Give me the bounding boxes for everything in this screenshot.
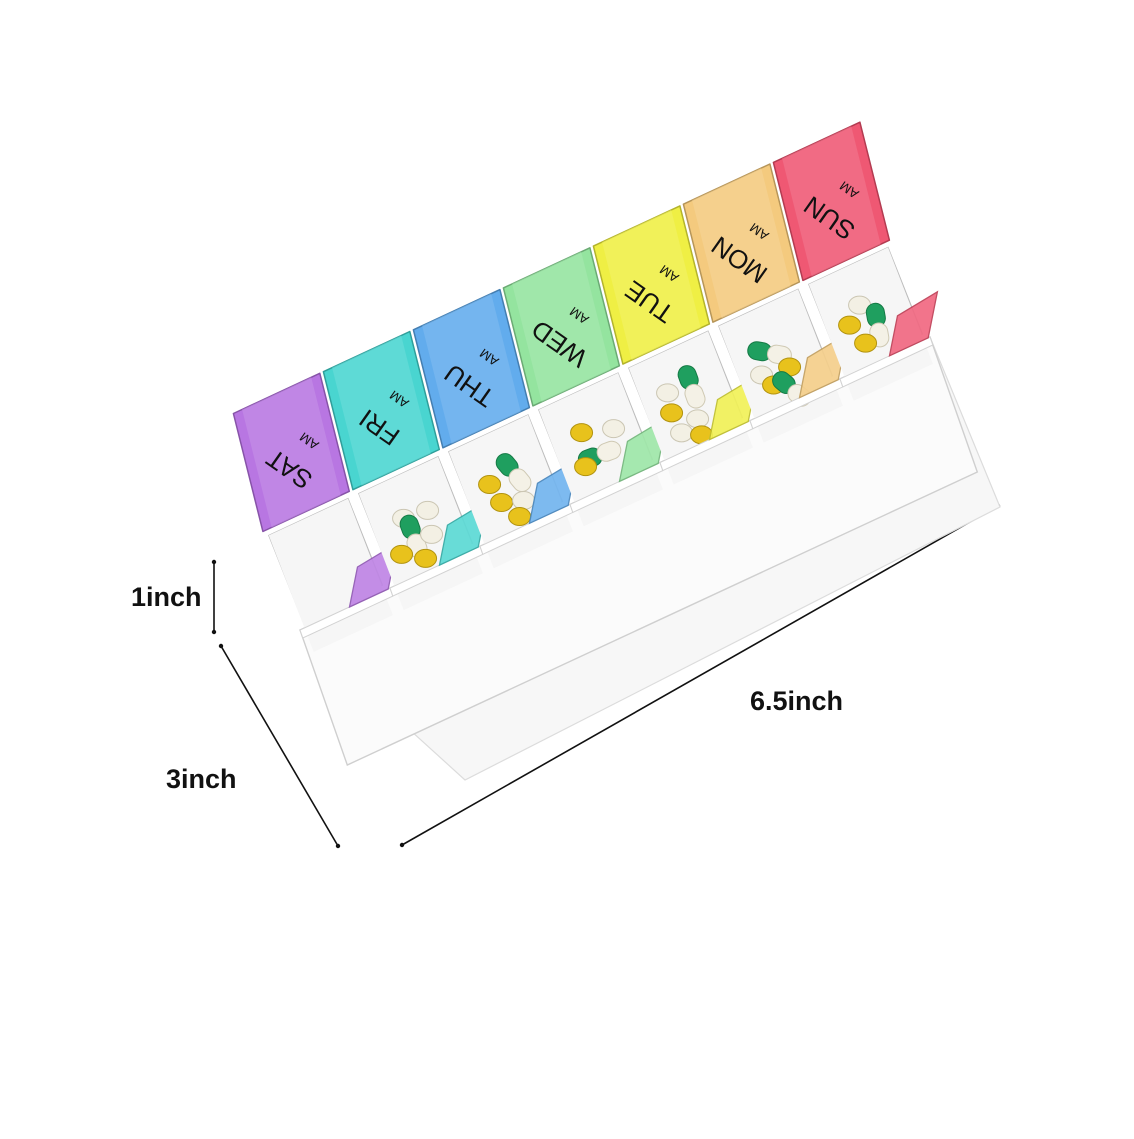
white-tablet xyxy=(420,524,444,544)
white-tablet xyxy=(670,423,694,443)
lid-highlight xyxy=(782,126,881,277)
lid-highlight xyxy=(242,377,341,528)
yellow-tablet xyxy=(490,493,514,513)
width-dimension-line xyxy=(401,505,999,846)
white-tablet xyxy=(512,491,536,511)
capsule xyxy=(495,453,532,492)
height-dimension-label: 1inch xyxy=(131,582,202,612)
yellow-tablet xyxy=(854,333,878,353)
dimension-endpoint xyxy=(335,843,341,849)
lid-highlight xyxy=(602,209,701,361)
white-tablet xyxy=(416,500,440,520)
yellow-tablet xyxy=(838,315,862,335)
lid-highlight xyxy=(332,335,431,486)
white-tablet xyxy=(686,409,710,429)
lid-highlight xyxy=(422,293,521,444)
dimension-endpoint xyxy=(211,629,217,635)
dimension-endpoint xyxy=(218,643,224,649)
width-dimension-label: 6.5inch xyxy=(750,686,844,716)
dimension-endpoint xyxy=(211,559,217,565)
yellow-tablet xyxy=(570,423,594,443)
dimension-endpoint xyxy=(399,842,405,848)
depth-dimension-label: 3inch xyxy=(166,764,237,794)
capsule xyxy=(677,365,706,409)
depth-dimension-line xyxy=(220,645,339,847)
cavity-floor xyxy=(628,331,753,485)
lid-highlight xyxy=(512,251,611,402)
yellow-tablet xyxy=(390,544,414,564)
yellow-tablet xyxy=(414,548,438,568)
compartment-flap[interactable] xyxy=(888,290,939,357)
white-tablet xyxy=(656,383,680,403)
yellow-tablet xyxy=(574,457,598,477)
yellow-tablet xyxy=(660,403,684,423)
yellow-tablet xyxy=(508,507,532,527)
white-tablet xyxy=(602,419,626,439)
cavity-floor xyxy=(268,498,393,652)
lid-highlight xyxy=(692,168,791,319)
cavity-floor xyxy=(448,414,573,569)
yellow-tablet xyxy=(478,475,502,495)
